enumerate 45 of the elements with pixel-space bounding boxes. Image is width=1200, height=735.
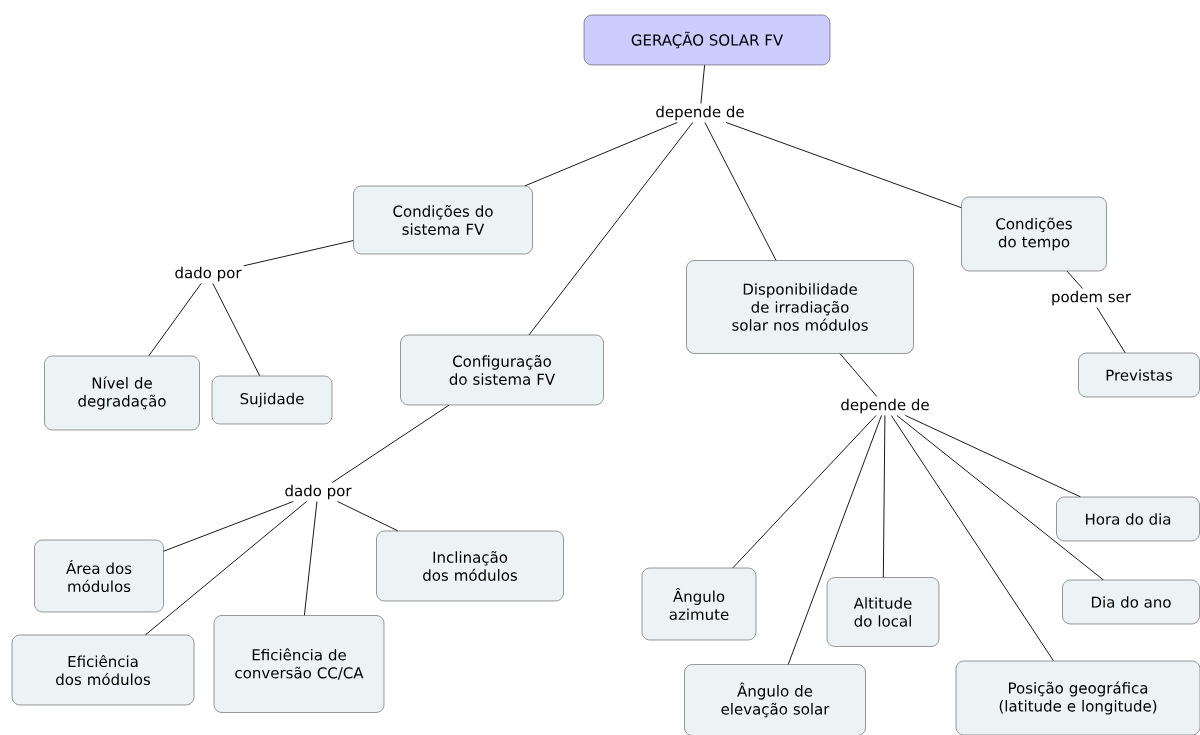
concept-box: Sujidade bbox=[211, 375, 333, 425]
connector-line bbox=[839, 353, 878, 397]
linking-phrase: dado por bbox=[172, 264, 244, 284]
connector-line bbox=[243, 240, 354, 267]
connector-line bbox=[704, 122, 777, 261]
concept-box: Hora do dia bbox=[1056, 496, 1200, 542]
connector-line bbox=[163, 501, 294, 552]
concept-box: Ângulo de elevação solar bbox=[684, 664, 866, 735]
connector-line bbox=[145, 501, 308, 636]
title-box: GERAÇÃO SOLAR FV bbox=[583, 14, 831, 66]
concept-box: Eficiência dos módulos bbox=[11, 634, 195, 706]
connector-line bbox=[331, 404, 450, 483]
connector-line bbox=[303, 501, 318, 616]
concept-box: Configuração do sistema FV bbox=[400, 334, 604, 406]
concept-box: Dia do ano bbox=[1062, 579, 1200, 625]
concept-box: Disponibilidade de irradiação solar nos módulos bbox=[686, 260, 914, 354]
connector-line bbox=[524, 122, 678, 187]
concept-box: Eficiência de conversão CC/CA bbox=[213, 615, 385, 713]
concept-box: Área dos módulos bbox=[34, 539, 164, 613]
concept-box: Nível de degradação bbox=[44, 355, 200, 431]
connector-line bbox=[1066, 270, 1084, 289]
connector-line bbox=[1096, 307, 1126, 354]
connector-line bbox=[890, 415, 1054, 662]
concept-box: Condições do tempo bbox=[961, 196, 1107, 272]
linking-phrase: dado por bbox=[282, 482, 354, 502]
concept-box: Ângulo azimute bbox=[641, 567, 757, 641]
concept-box: Condições do sistema FV bbox=[353, 185, 533, 255]
connector-line bbox=[148, 283, 202, 357]
concept-box: Inclinação dos módulos bbox=[376, 530, 564, 602]
concept-box: Altitude do local bbox=[826, 577, 940, 647]
linking-phrase: depende de bbox=[653, 103, 747, 123]
connector-line bbox=[700, 64, 706, 104]
connector-line bbox=[882, 415, 886, 578]
connector-line bbox=[337, 501, 399, 532]
connector-line bbox=[725, 122, 962, 209]
linking-phrase: depende de bbox=[838, 396, 932, 416]
concept-box: Previstas bbox=[1078, 352, 1200, 398]
linking-phrase: podem ser bbox=[1049, 288, 1133, 308]
connector-line bbox=[787, 415, 882, 665]
connector-line bbox=[212, 283, 261, 377]
connector-line bbox=[528, 122, 694, 336]
connector-line bbox=[904, 415, 1081, 498]
connector-line bbox=[732, 415, 877, 569]
concept-box: Posição geográfica (latitude e longitude) bbox=[955, 660, 1200, 735]
connector-line bbox=[896, 415, 1104, 581]
